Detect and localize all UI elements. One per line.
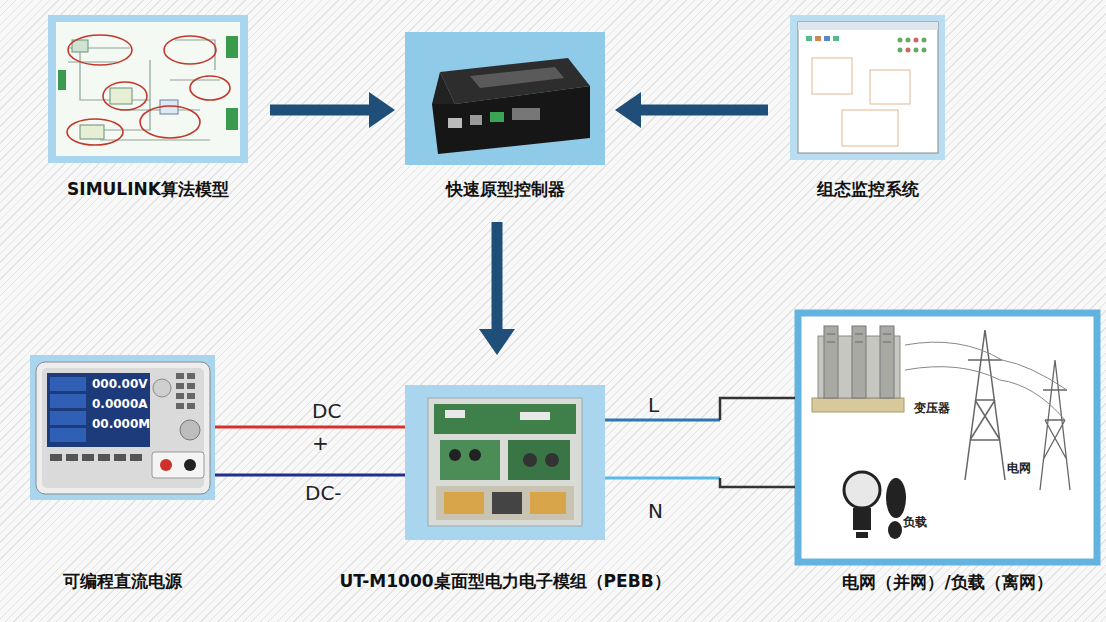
power-wire (215, 427, 405, 428)
flow-arrow (479, 222, 515, 355)
connector-line (215, 474, 405, 477)
figure-panel: 组态监控系统 (790, 15, 945, 160)
figure-panel: UT-M1000桌面型电力电子模组（PEBB） (405, 385, 605, 540)
wire-label: L (648, 394, 659, 417)
pebb-picture (405, 385, 605, 540)
figure-panel: SIMULINK算法模型 (48, 15, 248, 163)
panel-caption: UT-M1000桌面型电力电子模组（PEBB） (339, 570, 670, 592)
connector-line (215, 426, 405, 429)
arrow-head (615, 92, 641, 128)
text-label: 电网 (1006, 462, 1032, 476)
wire-label: N (648, 500, 663, 523)
power-wire (605, 398, 795, 420)
wire-label: DC- (305, 482, 342, 505)
connector-line (492, 222, 503, 331)
connector-line (605, 477, 720, 480)
monitor-picture (790, 15, 945, 160)
flow-arrow (270, 92, 395, 128)
arrow-head (369, 92, 395, 128)
wire-label: DC (312, 400, 341, 423)
text-label: 负载 (902, 516, 928, 530)
panel-caption: 快速原型控制器 (446, 178, 565, 200)
connector-line (720, 398, 795, 420)
panel-caption: 电网（并网）/负载（离网） (842, 571, 1052, 593)
panel-caption: 可编程直流电源 (63, 570, 182, 592)
figure-panel: 电网（并网）/负载（离网） (795, 310, 1100, 565)
text-label: 变压器 (913, 402, 951, 416)
grid-load-picture (798, 313, 1097, 562)
arrow-head (479, 329, 515, 355)
simulink-picture (48, 15, 248, 163)
text-label: 000.00V (92, 378, 148, 392)
power-wire (215, 475, 405, 476)
connector-line (720, 478, 795, 487)
text-label: 00.000M (92, 418, 150, 432)
figure-panel: 快速原型控制器 (405, 32, 605, 165)
connector-line (270, 105, 371, 116)
panel-caption: SIMULINK算法模型 (67, 178, 229, 200)
text-label: 0.0000A (92, 398, 148, 412)
text-label: + (312, 432, 329, 455)
flow-arrow (615, 92, 768, 128)
connector-line (639, 105, 768, 116)
panel-caption: 组态监控系统 (817, 178, 919, 200)
dc-supply-picture (30, 355, 215, 500)
power-wire (605, 478, 795, 487)
controller-picture (405, 32, 605, 165)
connector-line (605, 419, 720, 422)
